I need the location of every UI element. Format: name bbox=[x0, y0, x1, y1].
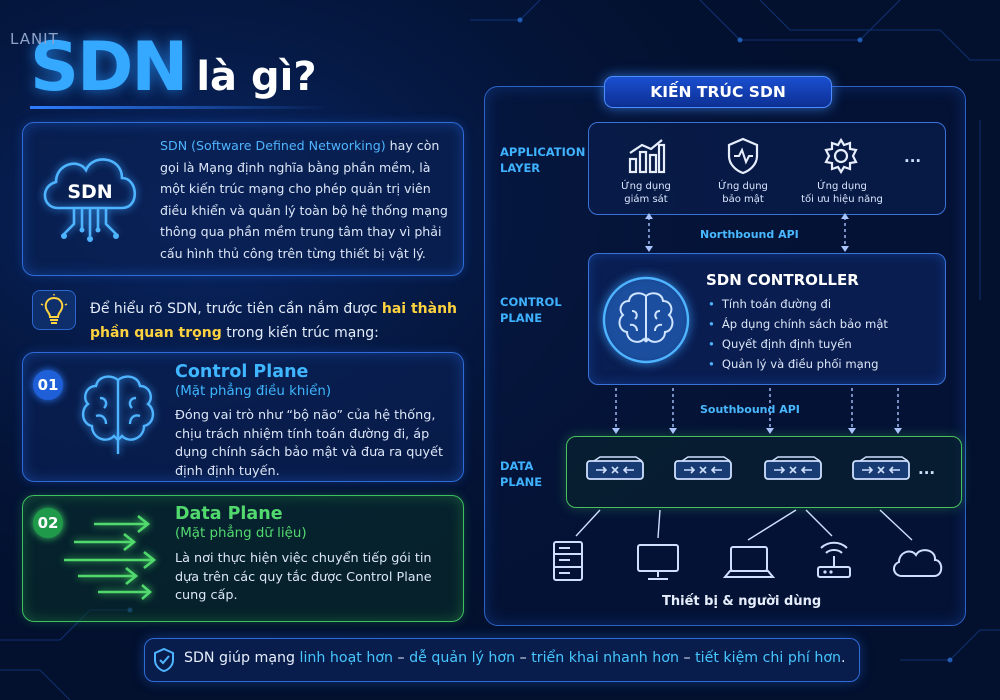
benefits-separator: – bbox=[678, 650, 696, 666]
router-icon bbox=[817, 541, 851, 578]
switch-icon bbox=[764, 456, 822, 480]
application-layer-box bbox=[588, 122, 946, 215]
benefits-separator: – bbox=[515, 650, 532, 666]
control-plane-description: Đóng vai trò như “bộ não” của hệ thống, … bbox=[175, 408, 443, 479]
gear-icon bbox=[824, 137, 858, 175]
controller-item: Tính toán đường đi bbox=[708, 297, 831, 311]
laptop-icon bbox=[722, 546, 776, 578]
lead-pre: Để hiểu rõ SDN, trước tiên cần nắm được bbox=[90, 301, 382, 317]
data-plane-card bbox=[22, 495, 464, 622]
switch-icon bbox=[586, 456, 644, 480]
northbound-api-label: Northbound API bbox=[700, 228, 799, 241]
control-plane-card bbox=[22, 352, 464, 482]
control-plane-title: Control Plane bbox=[175, 362, 309, 382]
data-plane-label: DATA PLANE bbox=[500, 458, 590, 490]
southbound-api-label: Southbound API bbox=[700, 403, 800, 416]
server-icon bbox=[553, 541, 583, 581]
app-performance-label: Ứng dụng tối ưu hiệu năng bbox=[801, 181, 883, 205]
more-switches-indicator: ... bbox=[918, 460, 936, 478]
control-plane-label: CONTROL PLANE bbox=[500, 294, 590, 326]
title-underline bbox=[30, 106, 330, 109]
benefit-cost-saving: tiết kiệm chi phí hơn bbox=[695, 650, 841, 666]
benefits-end: . bbox=[841, 650, 846, 666]
title-rest: là gì? bbox=[196, 54, 317, 100]
card-number-02: 02 bbox=[33, 508, 63, 538]
data-plane-title: Data Plane bbox=[175, 504, 283, 524]
application-layer-text: APPLICATION LAYER bbox=[500, 145, 586, 175]
lead-highlight: hai thành phần quan trọng bbox=[90, 301, 458, 341]
controller-item: Quyết định định tuyến bbox=[708, 337, 852, 351]
more-apps-indicator: ... bbox=[904, 148, 922, 166]
lightbulb-icon bbox=[40, 294, 68, 324]
brand-logo: LANIT bbox=[10, 30, 59, 48]
intro-box bbox=[22, 122, 464, 276]
benefit-fast-deploy: triển khai nhanh hơn bbox=[531, 650, 679, 666]
data-plane-subtitle: (Mặt phẳng dữ liệu) bbox=[175, 526, 307, 541]
devices-users-label: Thiết bị & người dùng bbox=[662, 594, 822, 609]
app-monitoring-label: Ứng dụng giám sát bbox=[621, 181, 671, 205]
benefits-separator: – bbox=[393, 650, 410, 666]
architecture-title: KIẾN TRÚC SDN bbox=[604, 76, 832, 108]
shield-check-icon bbox=[154, 647, 174, 673]
title-main: SDN bbox=[30, 28, 188, 107]
benefit-flexible: linh hoạt hơn bbox=[299, 650, 394, 666]
lead-post: trong kiến trúc mạng: bbox=[221, 325, 379, 341]
benefits-banner bbox=[144, 638, 860, 682]
forward-arrows-icon bbox=[64, 514, 157, 600]
benefits-pre: SDN giúp mạng bbox=[184, 650, 300, 666]
cloud-icon bbox=[893, 549, 943, 577]
card-number-01: 01 bbox=[33, 370, 63, 400]
control-plane-text: CONTROL PLANE bbox=[500, 295, 562, 325]
switch-icon bbox=[852, 456, 910, 480]
monitor-icon bbox=[637, 544, 679, 580]
cloud-icon: SDN bbox=[43, 158, 136, 242]
intro-body: hay còn gọi là Mạng định nghĩa bằng phần… bbox=[160, 138, 448, 261]
controller-item: Áp dụng chính sách bảo mật bbox=[708, 317, 888, 331]
intro-text: SDN (Software Defined Networking) hay cò… bbox=[160, 135, 458, 264]
controller-item: Quản lý và điều phối mạng bbox=[708, 357, 879, 371]
controller-brain-icon bbox=[602, 276, 690, 364]
switch-icon bbox=[674, 456, 732, 480]
app-security-label: Ứng dụng bảo mật bbox=[718, 181, 768, 205]
brain-icon bbox=[81, 375, 155, 454]
application-layer-label: APPLICATION LAYER bbox=[500, 144, 590, 176]
benefit-manageable: dễ quản lý hơn bbox=[409, 650, 516, 666]
benefits-text: SDN giúp mạng linh hoạt hơn – dễ quản lý… bbox=[184, 650, 846, 666]
intro-highlight: SDN (Software Defined Networking) bbox=[160, 138, 386, 153]
data-plane-text: DATA PLANE bbox=[500, 459, 543, 489]
control-plane-subtitle: (Mặt phẳng điều khiển) bbox=[175, 384, 332, 399]
data-plane-description: Là nơi thực hiện việc chuyển tiếp gói ti… bbox=[175, 551, 432, 603]
sdn-controller-title: SDN CONTROLLER bbox=[706, 271, 859, 289]
bar-chart-icon bbox=[628, 139, 666, 174]
shield-icon bbox=[727, 137, 759, 175]
lead-text: Để hiểu rõ SDN, trước tiên cần nắm được … bbox=[90, 297, 470, 345]
cloud-icon-label: SDN bbox=[67, 181, 112, 203]
